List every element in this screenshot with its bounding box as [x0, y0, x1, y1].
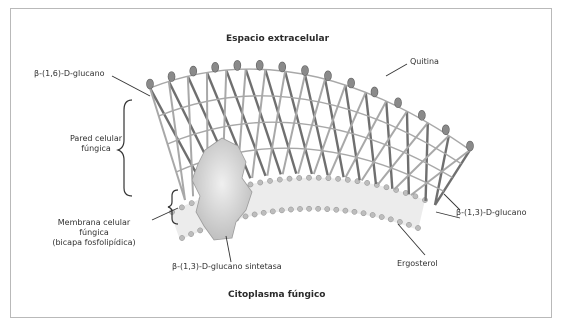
chitin-bulb — [467, 141, 474, 151]
lipid-head — [277, 177, 282, 182]
chitin-bulb — [234, 60, 241, 70]
fiber-strand — [346, 101, 387, 177]
membrane-line2: fúngica — [34, 228, 154, 238]
lipid-head — [287, 176, 292, 181]
lipid-head — [345, 177, 350, 182]
lipid-head — [248, 182, 253, 187]
lipid-head — [379, 214, 384, 219]
lipid-head — [279, 208, 284, 213]
lipid-head — [334, 207, 339, 212]
chitin-bulb — [168, 72, 175, 82]
lipid-head — [361, 211, 366, 216]
lipid-head — [288, 207, 293, 212]
synthase-label: β-(1,3)-D-glucano sintetasa — [172, 262, 282, 272]
lipid-head — [316, 175, 321, 180]
lipid-head — [326, 176, 331, 181]
cytoplasm-label: Citoplasma fúngico — [228, 290, 326, 300]
beta16-label: β-(1,6)-D-glucano — [34, 69, 105, 79]
lipid-head — [406, 222, 411, 227]
lipid-head — [306, 175, 311, 180]
lipid-head — [179, 235, 184, 240]
fiber-strand — [378, 123, 428, 185]
fiber-strand — [407, 111, 409, 194]
lipid-head — [297, 175, 302, 180]
lipid-head — [384, 185, 389, 190]
lipid-head — [325, 207, 330, 212]
lipid-head — [189, 201, 194, 206]
chitin-bulb — [395, 98, 402, 108]
lipid-head — [297, 206, 302, 211]
membrane-line1: Membrana celular — [34, 218, 154, 228]
lipid-head — [179, 205, 184, 210]
chitin-bulb — [418, 110, 425, 120]
ergosterol-label: Ergosterol — [397, 259, 438, 269]
lipid-head — [403, 190, 408, 195]
chitin-bulb — [279, 62, 286, 72]
lipid-head — [316, 206, 321, 211]
chitin-bulb — [442, 125, 449, 135]
chitin-bulb — [324, 71, 331, 81]
lipid-head — [365, 180, 370, 185]
lipid-head — [261, 210, 266, 215]
fiber-strand — [426, 123, 428, 201]
lipid-head — [336, 176, 341, 181]
chitin-bulb — [147, 79, 154, 89]
lipid-head — [188, 231, 193, 236]
cell-wall-line1: Pared celular — [64, 134, 128, 144]
cell-wall-line2: fúngica — [64, 144, 128, 154]
chitin-label: Quitina — [410, 57, 439, 67]
chitin-bulb — [371, 87, 378, 97]
lipid-head — [343, 208, 348, 213]
chitin-bulb — [348, 78, 355, 88]
lipid-head — [306, 206, 311, 211]
lipid-head — [397, 219, 402, 224]
membrane-line3: (bicapa fosfolipídica) — [34, 238, 154, 248]
beta13-label: β-(1,3)-D-glucano — [456, 208, 527, 218]
lipid-head — [370, 212, 375, 217]
fiber-strand — [411, 150, 470, 195]
chitin-bulb — [190, 66, 197, 76]
lipid-head — [252, 212, 257, 217]
lipid-head — [352, 209, 357, 214]
extracellular-label: Espacio extracelular — [226, 34, 329, 44]
chitin-bulb — [302, 66, 309, 76]
lipid-head — [198, 228, 203, 233]
lipid-head — [415, 225, 420, 230]
lipid-head — [270, 209, 275, 214]
lipid-head — [267, 178, 272, 183]
lipid-head — [243, 214, 248, 219]
chitin-bulb — [256, 60, 263, 70]
lipid-head — [258, 180, 263, 185]
cell-wall-label: Pared celular fúngica — [64, 134, 128, 154]
membrane-label: Membrana celular fúngica (bicapa fosfoli… — [34, 218, 154, 248]
lipid-head — [413, 194, 418, 199]
chitin-bulb — [212, 62, 219, 72]
lipid-head — [388, 217, 393, 222]
